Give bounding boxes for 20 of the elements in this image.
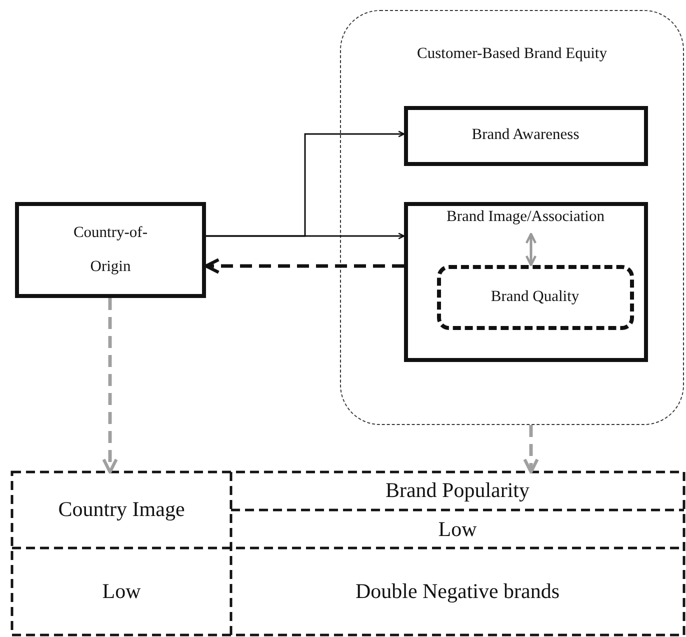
arrow	[206, 232, 405, 240]
table-cell-text: Double Negative brands	[355, 579, 560, 604]
box-label: Brand Popularity	[385, 478, 530, 504]
box-label: Brand Awareness	[472, 126, 580, 145]
arrow	[525, 232, 537, 266]
box-label: Country Image	[58, 497, 185, 523]
arrow	[102, 298, 118, 474]
concept-box	[404, 106, 648, 166]
concept-box	[404, 202, 648, 362]
arrow	[523, 425, 539, 474]
box-label: Country-of-Origin	[72, 222, 149, 277]
arrow	[204, 258, 404, 274]
box-label: Brand Quality	[490, 288, 580, 306]
table-cell-text: Low	[438, 516, 477, 542]
dashed-group-box	[340, 10, 684, 425]
concept-box	[15, 202, 206, 298]
dashed-concept-box	[436, 264, 634, 330]
table-cell-text: Low	[102, 579, 141, 604]
box-heading: Brand Image/Association	[446, 208, 604, 226]
box-heading: Customer-Based Brand Equity	[417, 45, 607, 64]
